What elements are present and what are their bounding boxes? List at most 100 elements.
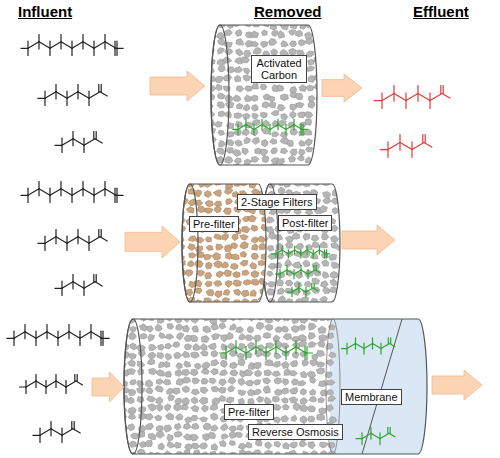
media-grain [318, 326, 326, 333]
media-grain [251, 156, 259, 162]
media-grain [230, 314, 237, 321]
media-grain [252, 21, 260, 27]
media-grain [251, 279, 260, 285]
bond [26, 381, 36, 387]
media-grain [322, 260, 329, 267]
media-grain [182, 377, 191, 383]
media-grain [233, 272, 241, 278]
media-grain [225, 281, 232, 288]
media-grain [182, 351, 190, 358]
bond [405, 101, 406, 109]
media-grain [251, 271, 259, 278]
bond [89, 237, 100, 244]
media-grain [147, 326, 154, 332]
media-grain [332, 208, 338, 215]
media-grain [193, 450, 200, 456]
media-grain [201, 378, 209, 384]
media-grain [165, 354, 172, 361]
media-grain [145, 423, 154, 430]
media-grain [252, 83, 259, 89]
bond [62, 282, 73, 289]
media-grain [299, 317, 308, 324]
media-grain [282, 404, 289, 410]
bond [88, 236, 89, 243]
bond [47, 332, 58, 339]
media-grain [251, 105, 258, 112]
bond [55, 92, 56, 99]
media-grain [326, 146, 333, 153]
bond [116, 195, 123, 196]
media-grain [341, 216, 348, 222]
media-grain [283, 334, 292, 340]
media-grain [179, 269, 186, 275]
media-grain [233, 149, 242, 156]
media-grain [307, 416, 315, 422]
media-grain [191, 335, 198, 341]
media-grain [206, 104, 213, 110]
bond [400, 142, 412, 149]
media-grain [276, 279, 283, 286]
media-grain [268, 96, 275, 101]
bond [14, 332, 25, 339]
media-grain [199, 397, 208, 404]
bond [361, 439, 362, 445]
bond [66, 236, 67, 243]
bond [38, 189, 39, 196]
media-grain [324, 158, 332, 163]
bond [380, 149, 388, 150]
media-grain [316, 33, 324, 38]
media-grain [213, 190, 221, 197]
flow-arrow [322, 74, 362, 102]
media-grain [286, 305, 293, 311]
media-grain [182, 404, 189, 410]
media-grain [182, 398, 190, 405]
media-grain [302, 360, 309, 367]
media-grain [266, 225, 274, 231]
bond [65, 381, 66, 388]
bond [277, 119, 278, 124]
bond [262, 125, 270, 130]
bond [76, 381, 83, 385]
media-grain [243, 168, 249, 174]
media-grain [186, 306, 194, 313]
media-grain [149, 368, 158, 374]
bond [417, 86, 418, 94]
media-grain [322, 33, 330, 40]
bond [67, 92, 78, 99]
bond [394, 93, 406, 100]
media-grain [271, 148, 278, 154]
media-grain [303, 260, 310, 267]
media-grain [186, 207, 194, 213]
bond [72, 139, 73, 146]
media-grain [145, 440, 153, 446]
media-grain [296, 102, 305, 108]
media-grain [316, 22, 325, 28]
bond [57, 331, 58, 338]
media-grain [312, 287, 320, 293]
bond [286, 125, 294, 130]
bond [255, 347, 256, 354]
bond [39, 189, 50, 196]
bond [114, 188, 115, 195]
media-grain [297, 112, 305, 118]
bond [66, 243, 67, 250]
bond [373, 343, 382, 348]
bond [38, 243, 45, 244]
media-grain [148, 352, 157, 358]
media-grain [226, 148, 233, 154]
bond [38, 98, 45, 99]
media-grain [316, 166, 323, 172]
media-grain [157, 316, 164, 323]
media-grain [130, 326, 137, 332]
bond [275, 347, 276, 354]
bond [71, 422, 72, 429]
media-grain [211, 444, 218, 451]
media-grain [323, 20, 331, 27]
media-grain [192, 423, 199, 430]
media-grain [251, 237, 258, 243]
bond [100, 331, 101, 338]
media-grain [272, 132, 280, 137]
media-grain [240, 251, 247, 257]
bond [45, 237, 56, 244]
media-grain [265, 442, 272, 449]
